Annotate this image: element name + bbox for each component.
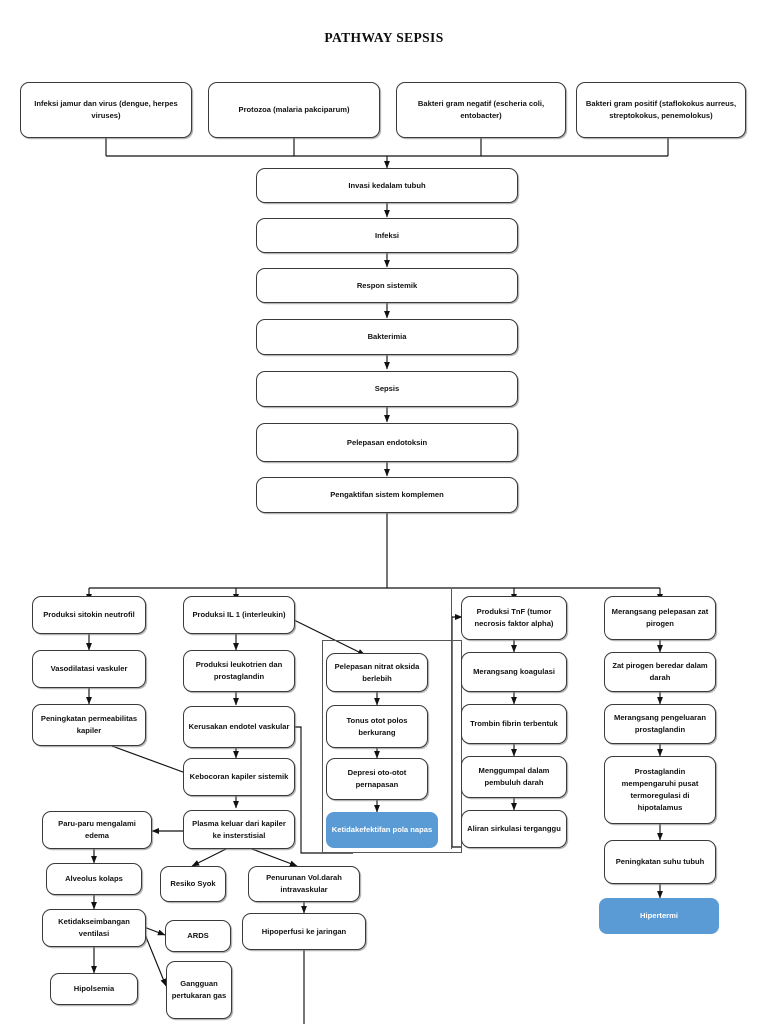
node-invasi-kedalam-tubuh[interactable]: Invasi kedalam tubuh bbox=[256, 168, 518, 203]
node-hipoperfusi-jaringan[interactable]: Hipoperfusi ke jaringan bbox=[242, 913, 366, 950]
node-aliran-sirkulasi-terganggu[interactable]: Aliran sirkulasi terganggu bbox=[461, 810, 567, 848]
node-trombin-fibrin-terbentuk[interactable]: Trombin fibrin terbentuk bbox=[461, 704, 567, 744]
group-box-tnf-branch bbox=[451, 589, 461, 849]
node-produksi-leukotrien-prostaglandin[interactable]: Produksi leukotrien dan prostaglandin bbox=[183, 650, 295, 692]
node-peningkatan-suhu-tubuh[interactable]: Peningkatan suhu tubuh bbox=[604, 840, 716, 884]
node-ketidakefektifan-pola-napas[interactable]: Ketidakefektifan pola napas bbox=[326, 812, 438, 848]
node-bakterimia[interactable]: Bakterimia bbox=[256, 319, 518, 355]
node-cause-gram-negative[interactable]: Bakteri gram negatif (escheria coli, ent… bbox=[396, 82, 566, 138]
node-pengaktifan-sistem-komplemen[interactable]: Pengaktifan sistem komplemen bbox=[256, 477, 518, 513]
node-zat-pirogen-beredar-darah[interactable]: Zat pirogen beredar dalam darah bbox=[604, 652, 716, 692]
node-merangsang-pengeluaran-prostaglandin[interactable]: Merangsang pengeluaran prostaglandin bbox=[604, 704, 716, 744]
node-prostaglandin-termoregulasi-hipotalamus[interactable]: Prostaglandin mempengaruhi pusat termore… bbox=[604, 756, 716, 824]
node-kerusakan-endotel-vaskular[interactable]: Kerusakan endotel vaskular bbox=[183, 706, 295, 748]
node-sepsis[interactable]: Sepsis bbox=[256, 371, 518, 407]
node-produksi-sitokin-neutrofil[interactable]: Produksi sitokin neutrofil bbox=[32, 596, 146, 634]
page-title: PATHWAY SEPSIS bbox=[324, 30, 444, 45]
node-respon-sistemik[interactable]: Respon sistemik bbox=[256, 268, 518, 303]
node-pelepasan-endotoksin[interactable]: Pelepasan endotoksin bbox=[256, 423, 518, 462]
group-box-nitrat-branch bbox=[322, 640, 462, 853]
node-plasma-keluar-kapiler[interactable]: Plasma keluar dari kapiler ke insterstis… bbox=[183, 810, 295, 849]
node-cause-protozoa[interactable]: Protozoa (malaria pakciparum) bbox=[208, 82, 380, 138]
node-hipertermi[interactable]: Hipertermi bbox=[599, 898, 719, 934]
node-alveolus-kolaps[interactable]: Alveolus kolaps bbox=[46, 863, 142, 895]
node-merangsang-koagulasi[interactable]: Merangsang koagulasi bbox=[461, 652, 567, 692]
node-depresi-otot-pernapasan[interactable]: Depresi oto-otot pernapasan bbox=[326, 758, 428, 800]
node-resiko-syok[interactable]: Resiko Syok bbox=[160, 866, 226, 902]
node-penurunan-vol-darah[interactable]: Penurunan Vol.darah intravaskular bbox=[248, 866, 360, 902]
node-kebocoran-kapiler-sistemik[interactable]: Kebocoran kapiler sistemik bbox=[183, 758, 295, 796]
node-gangguan-pertukaran-gas[interactable]: Gangguan pertukaran gas bbox=[166, 961, 232, 1019]
node-paru-paru-edema[interactable]: Paru-paru mengalami edema bbox=[42, 811, 152, 849]
node-peningkatan-permeabilitas-kapiler[interactable]: Peningkatan permeabilitas kapiler bbox=[32, 704, 146, 746]
node-ketidakseimbangan-ventilasi[interactable]: Ketidakseimbangan ventilasi bbox=[42, 909, 146, 947]
node-cause-gram-positive[interactable]: Bakteri gram positif (staflokokus aurreu… bbox=[576, 82, 746, 138]
node-cause-fungi-virus[interactable]: Infeksi jamur dan virus (dengue, herpes … bbox=[20, 82, 192, 138]
node-produksi-tnf[interactable]: Produksi TnF (tumor necrosis faktor alph… bbox=[461, 596, 567, 640]
node-tonus-otot-polos-berkurang[interactable]: Tonus otot polos berkurang bbox=[326, 705, 428, 748]
node-menggumpal-pembuluh-darah[interactable]: Menggumpal dalam pembuluh darah bbox=[461, 756, 567, 798]
node-merangsang-pelepasan-zat-pirogen[interactable]: Merangsang pelepasan zat pirogen bbox=[604, 596, 716, 640]
node-infeksi[interactable]: Infeksi bbox=[256, 218, 518, 253]
node-pelepasan-nitrat-oksida[interactable]: Pelepasan nitrat oksida berlebih bbox=[326, 653, 428, 692]
node-ards[interactable]: ARDS bbox=[165, 920, 231, 952]
node-vasodilatasi-vaskuler[interactable]: Vasodilatasi vaskuler bbox=[32, 650, 146, 688]
node-hipolsemia[interactable]: Hipolsemia bbox=[50, 973, 138, 1005]
node-produksi-il1[interactable]: Produksi IL 1 (interleukin) bbox=[183, 596, 295, 634]
